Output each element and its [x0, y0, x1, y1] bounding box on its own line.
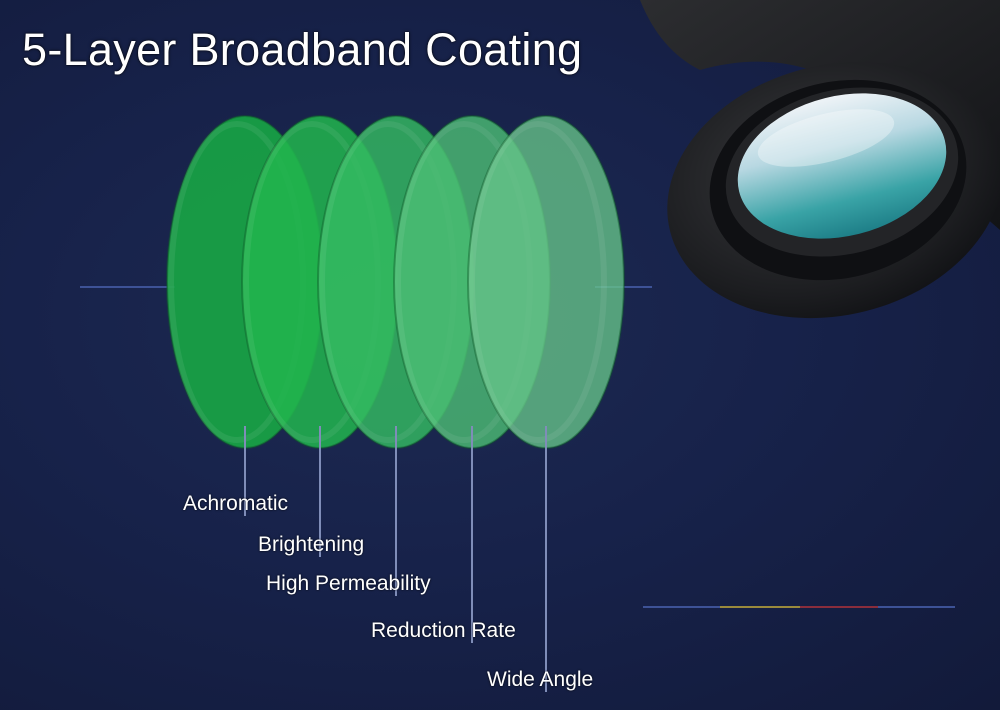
monocular-eyepiece-icon: [640, 0, 1000, 319]
layer-label-wide-angle: Wide Angle: [487, 668, 594, 691]
layer-label-brightening: Brightening: [258, 533, 365, 556]
coating-layers: [166, 115, 625, 449]
layer-label-achromatic: Achromatic: [183, 492, 289, 515]
leader-lines: [244, 426, 547, 692]
layer-label-high-permeability: High Permeability: [266, 572, 431, 595]
page-title: 5-Layer Broadband Coating: [22, 24, 583, 75]
coating-layer-rim-5: [469, 121, 607, 443]
layer-label-reduction-rate: Reduction Rate: [371, 619, 516, 642]
